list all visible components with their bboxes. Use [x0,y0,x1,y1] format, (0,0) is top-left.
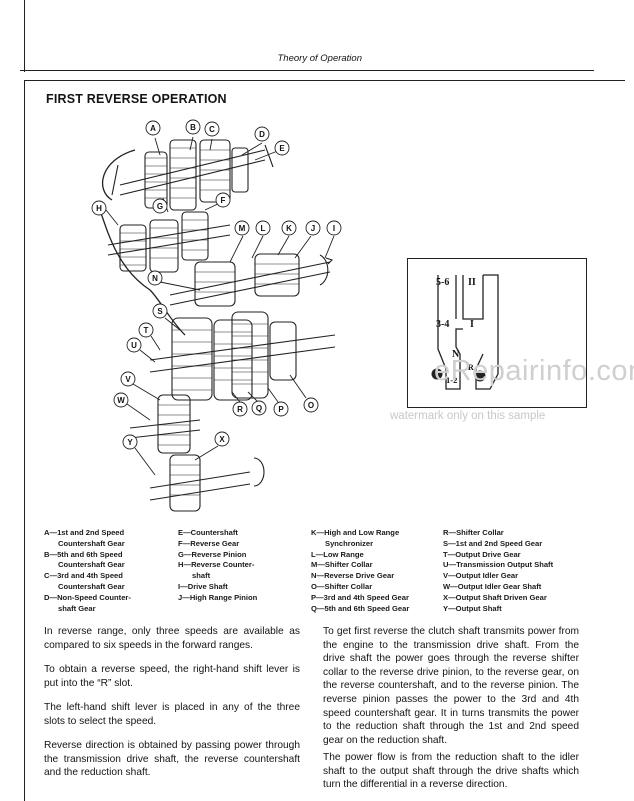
shift-pattern-diagram: 5-6 II 3-4 I N R 1-2 [407,258,587,408]
legend-item: Countershaft Gear [58,560,125,570]
watermark-main: eRepairinfo.com [434,355,634,387]
section-title: FIRST REVERSE OPERATION [46,92,227,106]
legend-item: O—Shifter Collar [311,581,373,591]
legend-item: U—Transmission Output Shaft [443,560,554,570]
callout-d: D [259,130,265,139]
legend-item: Countershaft Gear [58,581,125,591]
body-left-paragraph-4: Reverse direction is obtained by passing… [44,740,300,779]
callout-k: K [286,224,292,233]
legend-item: shaft Gear [58,603,96,613]
legend-item: M—Shifter Collar [311,560,373,570]
legend-item: G—Reverse Pinion [178,549,247,559]
legend-item: J—High Range Pinion [178,592,258,602]
callout-a: A [150,124,156,133]
callout-x: X [219,435,225,444]
header-left-rule [24,0,25,72]
legend-item: R—Shifter Collar [443,528,504,537]
callout-c: C [209,125,215,134]
legend-item: Synchronizer [325,538,374,548]
reverse-countershaft [107,211,231,273]
body-left-paragraph-3: The left-hand shift lever is placed in a… [44,702,300,727]
callout-e: E [279,144,285,153]
legend-column-1: A—1st and 2nd Speed Countershaft Gear B—… [44,528,131,614]
legend-item: C—3rd and 4th Speed [44,571,123,581]
shift-label-3-4: 3-4 [436,319,450,330]
callout-l: L [261,224,266,233]
legend-column-4: R—Shifter Collar S—1st and 2nd Speed Gea… [443,528,553,614]
legend-item: K—High and Low Range [311,528,400,537]
left-shift-knob [431,368,443,380]
callout-b: B [190,123,196,132]
legend-item: shaft [192,571,211,581]
shift-label-5-6: 5-6 [436,277,450,288]
callout-r: R [237,405,243,414]
legend-column-3: K—High and Low Range Synchronizer L—Low … [311,528,409,614]
page-header-title: Theory of Operation [277,53,363,64]
legend-item: S—1st and 2nd Speed Gear [443,538,543,548]
legend-item: E—Countershaft [178,528,238,537]
right-shift-knob [474,370,486,382]
body-left-paragraph-2: To obtain a reverse speed, the right-han… [44,664,300,689]
callout-p: P [278,405,284,414]
legend-item: L—Low Range [311,549,364,559]
callout-i: I [333,224,335,233]
legend-item: V—Output Idler Gear [443,571,519,581]
legend-item: N—Reverse Drive Gear [311,571,395,581]
body-left-paragraph-1: In reverse range, only three speeds are … [44,626,300,651]
watermark-sub: watermark only on this sample [390,410,546,422]
callout-q: Q [256,404,262,413]
callout-o: O [308,401,314,410]
callout-g: G [157,202,163,211]
body-right-paragraph-1: To get first reverse the clutch shaft tr… [323,626,579,746]
shift-label-N: N [452,349,460,360]
callout-h: H [96,204,102,213]
output-assembly [129,394,265,512]
callout-v: V [125,375,131,384]
legend-item: B—5th and 6th Speed [44,549,123,559]
legend-item: A—1st and 2nd Speed [44,528,125,537]
body-right-paragraph-2: The power flow is from the reduction sha… [323,752,579,791]
legend-item: W—Output Idler Gear Shaft [443,581,542,591]
legend-item: P—3rd and 4th Speed Gear [311,592,409,602]
shift-label-R: R [468,363,474,372]
callout-s: S [157,307,163,316]
callout-f: F [221,196,226,205]
callout-t: T [144,326,149,335]
callout-letters: A B C D E F G H I J K L M N O P Q R S T … [96,123,335,447]
legend-item: Q—5th and 6th Speed Gear [311,603,410,613]
callout-n: N [152,274,158,283]
shift-label-1-2: 1-2 [446,375,458,385]
drive-shaft [169,253,334,307]
legend-item: H—Reverse Counter- [178,560,255,570]
legend-item: Y—Output Shaft [443,603,502,613]
callout-labels [91,119,342,476]
callout-m: M [239,224,246,233]
countershaft-assembly [111,139,274,211]
power-flow-arrow [99,149,186,336]
legend-column-2: E—Countershaft F—Reverse Gear G—Reverse … [178,528,257,604]
callout-w: W [117,396,125,405]
shift-gate-outline [431,274,499,390]
legend-item: D—Non-Speed Counter- [44,592,131,602]
header-rule [20,70,594,71]
callout-y: Y [127,438,133,447]
reduction-shaft [149,311,336,401]
shift-label-II: II [468,277,476,288]
content-frame [24,80,625,801]
callout-u: U [131,341,137,350]
legend-item: I—Drive Shaft [178,581,228,591]
legend-item: T—Output Drive Gear [443,549,521,559]
legend-item: F—Reverse Gear [178,538,240,548]
legend-item: Countershaft Gear [58,538,125,548]
shift-label-I: I [470,319,474,330]
legend-item: X—Output Shaft Driven Gear [443,592,547,602]
callout-j: J [311,224,315,233]
